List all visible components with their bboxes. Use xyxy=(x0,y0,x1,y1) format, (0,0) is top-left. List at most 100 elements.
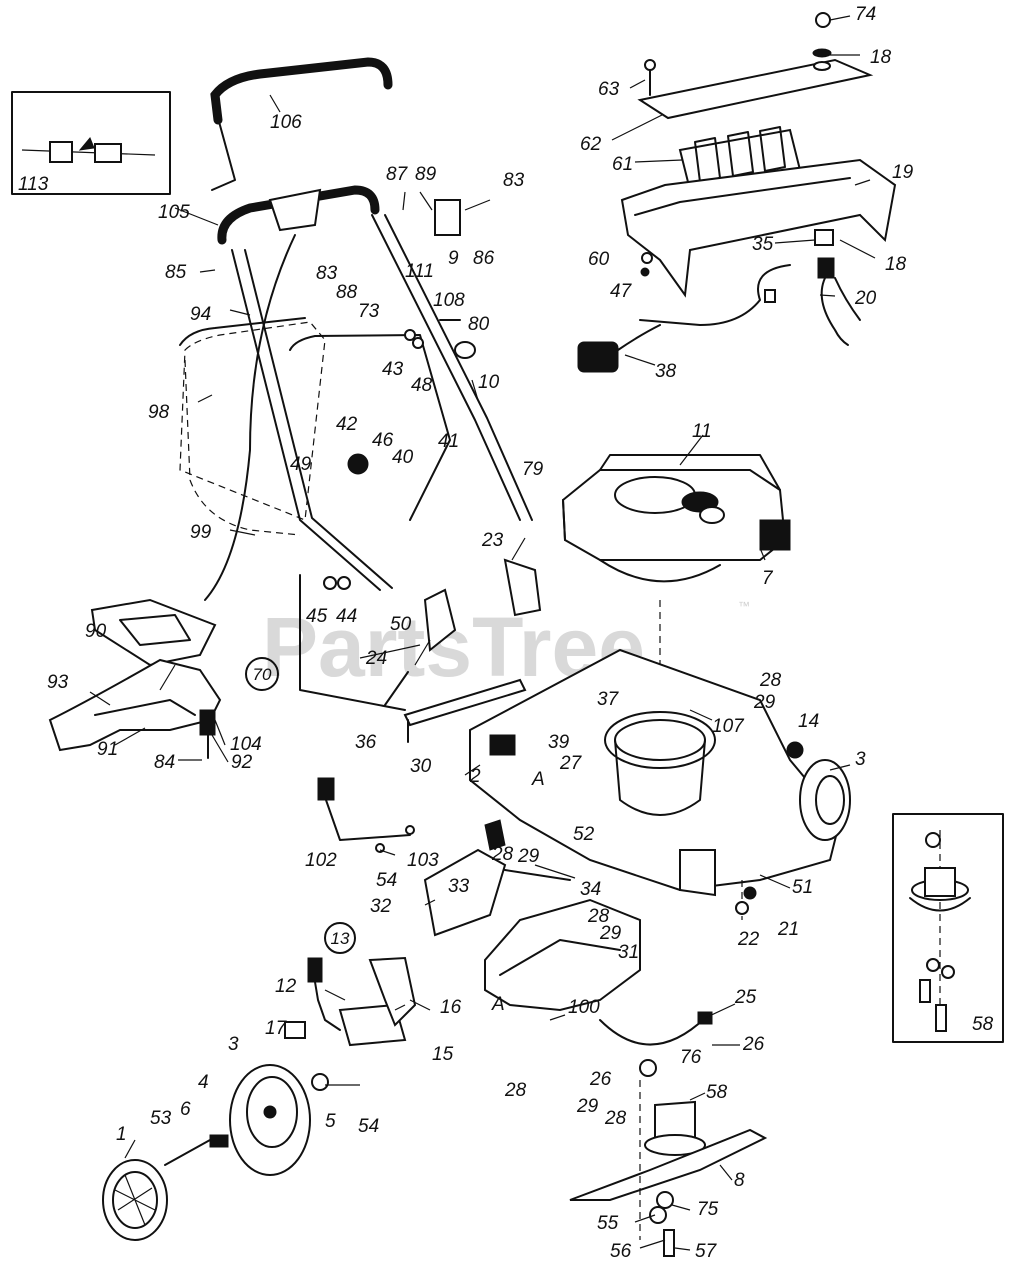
inset-113-throttle-control xyxy=(11,91,171,195)
callout-88: 88 xyxy=(336,282,358,303)
callout-85: 85 xyxy=(165,262,187,283)
callout-92: 92 xyxy=(231,752,253,773)
callout-113: 113 xyxy=(18,174,49,195)
callout-3: 3 xyxy=(855,749,866,770)
callout-1: 1 xyxy=(116,1124,127,1145)
callout-26: 26 xyxy=(742,1034,765,1055)
callout-34: 34 xyxy=(580,879,601,900)
callout-16: 16 xyxy=(440,997,462,1018)
callout-99: 99 xyxy=(190,522,212,543)
callout-54b: 54 xyxy=(358,1116,379,1137)
callout-74: 74 xyxy=(855,4,876,25)
callout-106: 106 xyxy=(270,112,302,133)
callout-35: 35 xyxy=(752,234,774,255)
callout-58: 58 xyxy=(706,1082,728,1103)
callout-30: 30 xyxy=(410,756,432,777)
callout-93: 93 xyxy=(47,672,69,693)
callout-5: 5 xyxy=(325,1111,336,1132)
callout-55: 55 xyxy=(597,1213,619,1234)
callout-28c: 28 xyxy=(587,906,610,927)
callout-A: A xyxy=(531,769,545,790)
callout-32: 32 xyxy=(370,896,392,917)
callout-87: 87 xyxy=(386,164,409,185)
callout-61: 61 xyxy=(612,154,633,175)
callout-9: 9 xyxy=(448,248,459,269)
callout-60: 60 xyxy=(588,249,610,270)
svg-text:70: 70 xyxy=(253,665,272,684)
engine-cover-assembly xyxy=(577,12,897,373)
callout-89: 89 xyxy=(415,164,437,185)
callout-33: 33 xyxy=(448,876,470,897)
callout-37: 37 xyxy=(597,689,620,710)
callout-4: 4 xyxy=(198,1072,209,1093)
callout-80: 80 xyxy=(468,314,490,335)
callout-46: 46 xyxy=(372,430,394,451)
callout-28b: 28 xyxy=(491,844,514,865)
callout-51: 51 xyxy=(792,877,813,898)
callout-21: 21 xyxy=(777,919,799,940)
callout-15: 15 xyxy=(432,1044,454,1065)
trademark-symbol: ™ xyxy=(738,599,750,613)
callout-38: 38 xyxy=(655,361,677,382)
callout-19: 19 xyxy=(892,162,914,183)
callout-102: 102 xyxy=(305,850,337,871)
leader-lines xyxy=(89,15,876,1251)
callout-104: 104 xyxy=(230,734,262,755)
callout-17: 17 xyxy=(265,1018,288,1039)
callout-42: 42 xyxy=(336,414,358,435)
circled-reference-13: 13 xyxy=(324,922,356,954)
callout-2: 2 xyxy=(469,766,481,787)
callout-12: 12 xyxy=(275,976,297,997)
callout-29b: 29 xyxy=(517,846,540,867)
callout-49: 49 xyxy=(290,454,312,475)
callout-105: 105 xyxy=(158,202,190,223)
callout-79: 79 xyxy=(522,459,544,480)
callout-83b: 83 xyxy=(316,263,338,284)
callout-63: 63 xyxy=(598,79,620,100)
callout-73: 73 xyxy=(358,301,380,322)
callout-25: 25 xyxy=(734,987,757,1008)
callout-57: 57 xyxy=(695,1241,718,1262)
callout-103: 103 xyxy=(407,850,439,871)
callout-54: 54 xyxy=(376,870,397,891)
callout-47: 47 xyxy=(610,281,633,302)
inset-58-blade-adapter xyxy=(892,813,1004,1043)
callout-58b: 58 xyxy=(972,1014,994,1035)
callout-36: 36 xyxy=(355,732,377,753)
callout-107: 107 xyxy=(712,716,745,737)
blade-and-adapter xyxy=(569,1080,768,1257)
svg-text:13: 13 xyxy=(331,929,350,948)
callout-6: 6 xyxy=(180,1099,191,1120)
callout-94: 94 xyxy=(190,304,211,325)
callout-24: 24 xyxy=(365,648,387,669)
callout-18: 18 xyxy=(870,47,892,68)
rear-wheel xyxy=(799,759,851,841)
callout-8: 8 xyxy=(734,1170,745,1191)
callout-Ab: A xyxy=(491,994,505,1015)
callout-10: 10 xyxy=(478,372,500,393)
callout-18b: 18 xyxy=(885,254,907,275)
callout-53: 53 xyxy=(150,1108,172,1129)
circled-reference-70: 70 xyxy=(245,657,279,691)
callout-84: 84 xyxy=(154,752,175,773)
callout-29d: 29 xyxy=(576,1096,599,1117)
callout-28e: 28 xyxy=(604,1108,627,1129)
callout-numbers: 74 18 63 62 61 19 60 47 35 18 20 38 106 … xyxy=(18,4,994,1262)
callout-14: 14 xyxy=(798,711,819,732)
callout-28: 28 xyxy=(759,670,782,691)
callout-56: 56 xyxy=(610,1241,632,1262)
callout-41: 41 xyxy=(438,431,459,452)
callout-27: 27 xyxy=(559,753,583,774)
callout-50: 50 xyxy=(390,614,412,635)
callout-44: 44 xyxy=(336,606,357,627)
callout-62: 62 xyxy=(580,134,602,155)
callout-39: 39 xyxy=(548,732,570,753)
callout-45: 45 xyxy=(306,606,328,627)
callout-7: 7 xyxy=(762,568,774,589)
callout-48: 48 xyxy=(411,375,433,396)
callout-90: 90 xyxy=(85,621,107,642)
handle-assembly xyxy=(179,57,542,711)
callout-40: 40 xyxy=(392,447,414,468)
mower-deck xyxy=(469,648,842,897)
